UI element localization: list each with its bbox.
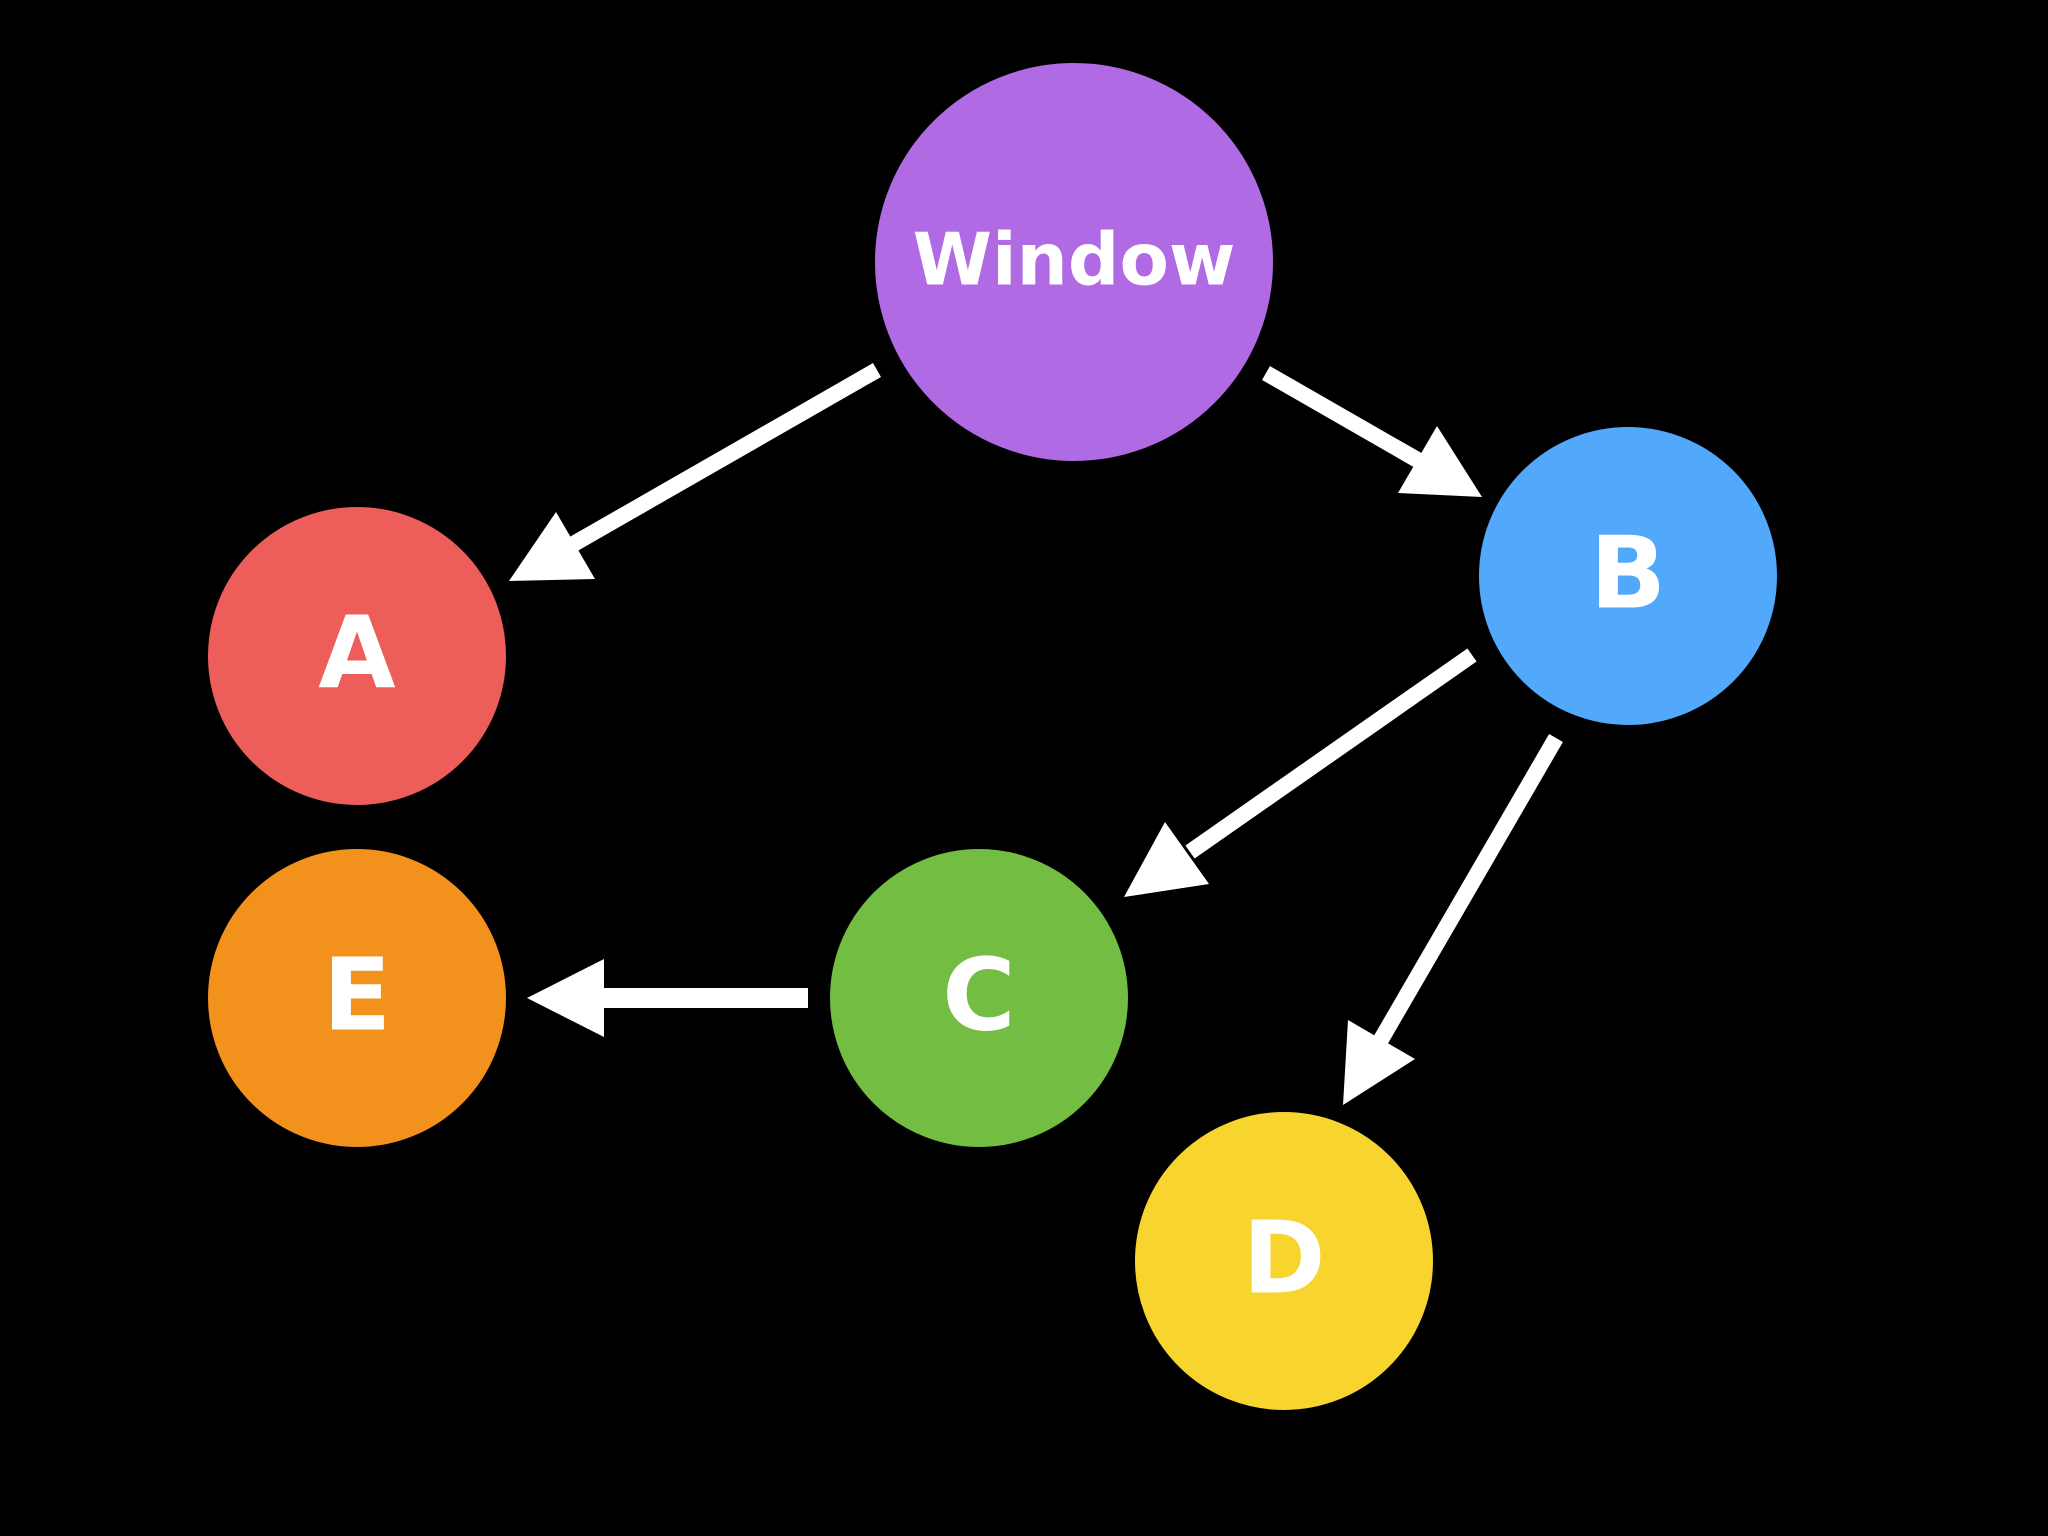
edge-window-to-b (1262, 366, 1482, 497)
edge-b-to-c (1124, 648, 1477, 897)
node-b-label: B (1590, 514, 1666, 631)
node-a: A (206, 505, 508, 807)
edge-b-to-d (1343, 733, 1563, 1105)
node-b: B (1477, 425, 1779, 727)
node-layer: Window A B C D E (206, 61, 1779, 1412)
edge-window-to-a (509, 363, 881, 581)
node-d: D (1133, 1110, 1435, 1412)
edge-layer (509, 363, 1563, 1105)
node-c: C (828, 847, 1130, 1149)
node-d-label: D (1242, 1199, 1325, 1316)
edge-c-to-e (527, 959, 808, 1037)
node-c-label: C (942, 936, 1015, 1053)
node-e: E (206, 847, 508, 1149)
node-e-label: E (323, 936, 391, 1053)
node-window: Window (873, 61, 1275, 463)
node-a-label: A (318, 594, 395, 711)
node-window-label: Window (913, 218, 1236, 302)
